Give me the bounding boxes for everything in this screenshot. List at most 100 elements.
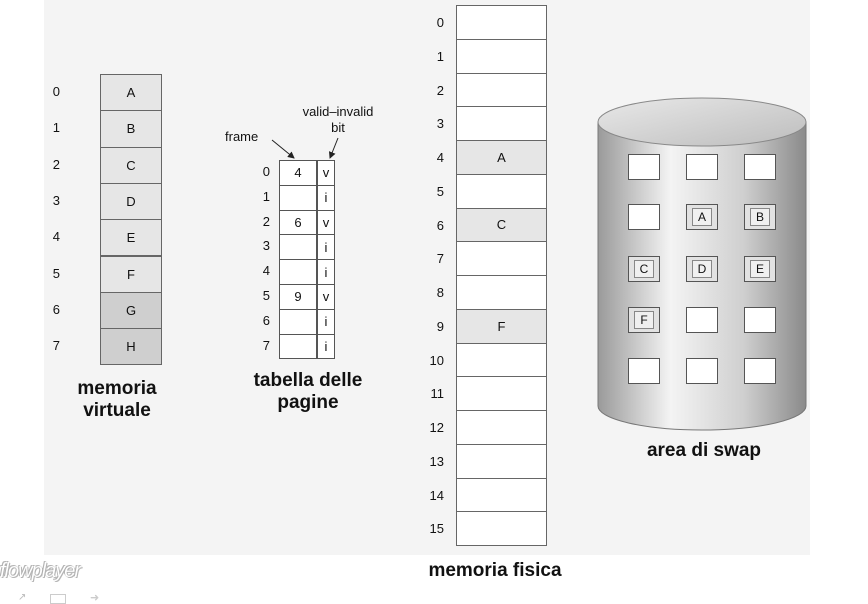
pm-index: 11: [430, 386, 445, 402]
label-line: valid–invalid: [302, 104, 374, 119]
pm-index: 13: [429, 453, 444, 469]
pt-index: 6: [262, 312, 270, 328]
pm-index: 5: [436, 183, 444, 199]
pm-index: 1: [436, 48, 444, 64]
pt-valid-bit: v: [317, 209, 335, 236]
vm-index: 5: [52, 265, 60, 281]
pt-valid-bit: i: [317, 333, 335, 360]
swap-slot: [628, 204, 660, 230]
vm-page: A: [100, 74, 162, 112]
physical-frame: [456, 173, 547, 209]
pt-frame-cell: 4: [279, 160, 317, 186]
vm-page: E: [100, 219, 162, 257]
swap-page-label: D: [692, 260, 712, 278]
caption-line: tabella delle: [253, 370, 363, 391]
swap-slot: D: [686, 256, 718, 282]
physical-frame: [456, 443, 547, 479]
physical-frame: [456, 511, 547, 546]
pt-index: 1: [262, 188, 270, 204]
vm-page: C: [100, 146, 162, 184]
swap-slot: B: [744, 204, 776, 230]
page-table-row: i: [279, 333, 337, 360]
physical-frame: [456, 410, 547, 445]
pt-frame-cell: [279, 333, 317, 360]
caption-line: memoria: [77, 378, 157, 399]
page-table-row: i: [279, 259, 337, 285]
swap-page-label: C: [634, 260, 654, 278]
physical-frame: [456, 38, 547, 74]
page-table-row: i: [279, 184, 337, 211]
swap-caption: area di swap: [646, 440, 762, 461]
pm-index: 9: [436, 318, 444, 334]
pt-index: 5: [262, 288, 270, 303]
physical-frame: [456, 106, 547, 141]
page-table-row: i: [279, 234, 337, 261]
swap-slot: [628, 154, 660, 180]
physical-frame: [456, 477, 547, 513]
swap-slot: [628, 358, 660, 384]
pt-frame-cell: [279, 184, 317, 211]
vm-index: 2: [52, 156, 60, 172]
page-table-caption: tabella delle pagine: [222, 370, 394, 414]
label-line: bit: [331, 120, 345, 135]
physical-frame: [456, 5, 547, 40]
swap-slot: [686, 358, 718, 384]
swap-page-label: A: [692, 208, 712, 226]
flowplayer-watermark[interactable]: flowplayer: [0, 560, 81, 582]
vm-index: 6: [52, 301, 60, 317]
physical-memory-caption: memoria fisica: [428, 560, 562, 581]
pt-frame-cell: 9: [279, 284, 317, 310]
embed-icon[interactable]: [50, 594, 66, 604]
pm-index: 15: [429, 521, 444, 537]
swap-slot: F: [628, 307, 660, 333]
vm-page: F: [100, 255, 162, 293]
pm-index: 10: [429, 352, 444, 368]
frame-arrow: [271, 139, 295, 159]
pm-index: 3: [436, 116, 444, 132]
player-controls[interactable]: ↗ ➜: [18, 592, 108, 604]
pt-index: 2: [262, 213, 270, 229]
physical-frame: [456, 241, 547, 276]
pt-valid-bit: i: [317, 184, 335, 211]
vm-page: D: [100, 182, 162, 221]
pt-index: 7: [262, 337, 270, 353]
pm-index: 7: [436, 251, 444, 267]
page-table-row: i: [279, 308, 337, 335]
vm-index: 3: [52, 192, 60, 208]
swap-slot: A: [686, 204, 718, 230]
swap-slot: [744, 358, 776, 384]
pm-index: 12: [429, 420, 444, 435]
vm-index: 1: [52, 120, 60, 136]
pt-frame-cell: [279, 308, 317, 335]
pm-index: 0: [436, 15, 444, 30]
pt-valid-bit: i: [317, 259, 335, 285]
pt-frame-cell: [279, 234, 317, 261]
physical-frame: F: [456, 308, 547, 344]
swap-slot: [744, 307, 776, 333]
forward-icon[interactable]: ➜: [90, 592, 100, 604]
pt-index: 3: [262, 238, 270, 254]
frame-label: frame: [225, 129, 259, 144]
physical-frame: [456, 376, 547, 411]
pt-valid-bit: i: [317, 308, 335, 335]
pt-index: 4: [262, 263, 270, 279]
swap-slot: E: [744, 256, 776, 282]
vm-index: 4: [52, 229, 60, 245]
bit-arrow: [328, 137, 339, 159]
swap-page-label: B: [750, 208, 770, 226]
pm-index: 4: [436, 150, 444, 165]
swap-page-label: F: [634, 311, 654, 329]
vm-page: G: [100, 291, 162, 330]
vm-index: 7: [52, 338, 60, 354]
pm-index: 6: [436, 217, 444, 233]
share-icon[interactable]: ↗: [18, 592, 27, 603]
vm-page: H: [100, 328, 162, 366]
caption-line: virtuale: [83, 400, 151, 421]
physical-frame: [456, 342, 547, 378]
caption-line: pagine: [277, 392, 339, 413]
swap-slot: [744, 154, 776, 180]
physical-frame: A: [456, 140, 547, 175]
